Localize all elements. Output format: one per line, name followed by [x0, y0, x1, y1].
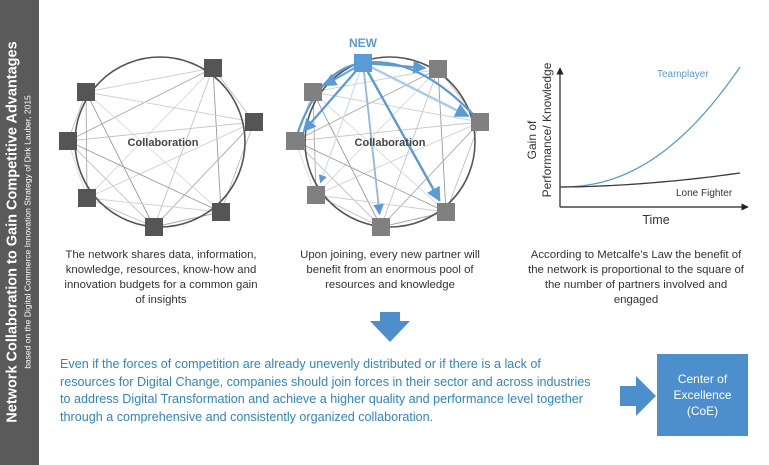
partner-node: [437, 203, 455, 221]
conclusion-line: to address Digital Transformation and ac…: [60, 392, 583, 406]
connection-line: [153, 121, 255, 228]
network-1-caption: The network shares data, information, kn…: [55, 248, 267, 308]
right-arrow-icon: [620, 376, 656, 416]
series-teamplayer-line: [560, 66, 741, 188]
sidebar-banner: Network Collaboration to Gain Competitiv…: [0, 0, 39, 465]
caption-line: According to Metcalfe's Law the benefit …: [530, 249, 742, 261]
connection-line: [85, 91, 88, 199]
partner-node: [429, 60, 447, 78]
connection-line: [294, 121, 481, 142]
connection-line: [85, 67, 214, 93]
growth-caption: According to Metcalfe's Law the benefit …: [511, 248, 761, 308]
caption-line: knowledge, resources, know-how and: [65, 264, 257, 276]
network-diagram-2: Collaboration NEW: [286, 36, 489, 236]
conclusion-text: Even if the forces of competition are al…: [60, 356, 635, 426]
growth-chart: Teamplayer Lone Fighter Time Gain of Per…: [525, 62, 749, 227]
new-partner-link: [318, 71, 361, 184]
connection-line: [312, 91, 481, 123]
new-partner-link: [362, 61, 481, 123]
x-axis-label: Time: [642, 213, 669, 227]
new-partner-link: [370, 65, 470, 118]
partner-node: [372, 218, 390, 236]
new-partner-connections: [293, 60, 481, 216]
partner-node: [245, 113, 263, 131]
connection-line: [85, 91, 255, 123]
caption-line: the number of partners involved and: [544, 279, 728, 291]
connection-line: [86, 197, 222, 213]
down-arrow-icon: [370, 312, 410, 342]
conclusion-line: Even if the forces of competition are al…: [60, 357, 541, 371]
network-1-partners: [59, 59, 263, 236]
caption-line: innovation budgets for a common gain: [64, 279, 258, 291]
connection-line: [437, 68, 447, 213]
coe-line: Center of: [677, 372, 728, 386]
partner-node: [204, 59, 222, 77]
connection-line: [153, 67, 214, 228]
connection-line: [380, 121, 481, 228]
y-axis-label-line-2: Performance/ Knowledge: [540, 62, 554, 197]
connection-line: [212, 67, 222, 213]
connection-line: [312, 91, 447, 213]
connection-line: [153, 211, 222, 228]
partner-node: [59, 132, 77, 150]
partner-node: [78, 189, 96, 207]
new-partner-label: NEW: [349, 36, 378, 50]
conclusion-line: through a comprehensive and consistently…: [60, 409, 434, 424]
connection-line: [67, 121, 255, 142]
new-partner-node: [354, 54, 372, 72]
y-axis-label-line-1: Gain of: [525, 120, 539, 159]
partner-node: [77, 83, 95, 101]
caption-line: resources and knowledge: [325, 279, 455, 291]
connection-line: [85, 91, 222, 213]
connection-line: [220, 121, 255, 213]
new-partner-link: [366, 70, 441, 202]
partner-node: [471, 113, 489, 131]
connection-line: [67, 140, 88, 199]
network-diagram-1: Collaboration: [59, 56, 263, 236]
partner-node: [145, 218, 163, 236]
network-1-center-label: Collaboration: [128, 137, 199, 149]
conclusion-line: resources for Digital Change, companies …: [60, 374, 591, 389]
new-partner-link: [302, 69, 358, 133]
network-2-partners: [286, 54, 489, 236]
caption-line: the network is proportional to the squar…: [528, 264, 744, 276]
connection-line: [85, 91, 155, 228]
connection-line: [294, 140, 382, 228]
network-2-caption: Upon joining, every new partner will ben…: [284, 248, 496, 293]
caption-line: benefit from an enormous pool of: [306, 264, 474, 276]
caption-line: The network shares data, information,: [65, 249, 257, 261]
coe-line: Excellence: [673, 388, 732, 402]
partner-node: [212, 203, 230, 221]
coe-box: Center of Excellence (CoE): [657, 354, 748, 436]
connection-line: [312, 91, 317, 196]
coe-line: (CoE): [686, 404, 719, 418]
connection-line: [86, 121, 255, 199]
connection-line: [67, 140, 222, 213]
new-partner-link: [323, 66, 356, 87]
connection-line: [312, 91, 382, 228]
series-lone-fighter-label: Lone Fighter: [676, 188, 733, 199]
partner-node: [307, 186, 325, 204]
caption-line: Upon joining, every new partner will: [300, 249, 480, 261]
network-2-center-label: Collaboration: [355, 137, 426, 149]
connection-line: [294, 68, 439, 142]
connection-line: [294, 140, 447, 213]
caption-line: of insights: [135, 294, 187, 306]
connection-line: [315, 194, 382, 228]
new-partner-link: [363, 71, 384, 216]
series-lone-fighter-line: [560, 172, 741, 188]
connection-line: [67, 67, 214, 142]
partner-node: [304, 83, 322, 101]
connection-line: [315, 194, 447, 213]
new-partner-link: [293, 61, 364, 142]
partner-node: [286, 132, 304, 150]
connection-line: [67, 140, 155, 228]
caption-line: engaged: [613, 294, 659, 306]
connection-line: [86, 197, 155, 228]
network-1-connections: [67, 67, 255, 228]
connection-line: [315, 121, 481, 196]
series-teamplayer-label: Teamplayer: [657, 69, 709, 80]
